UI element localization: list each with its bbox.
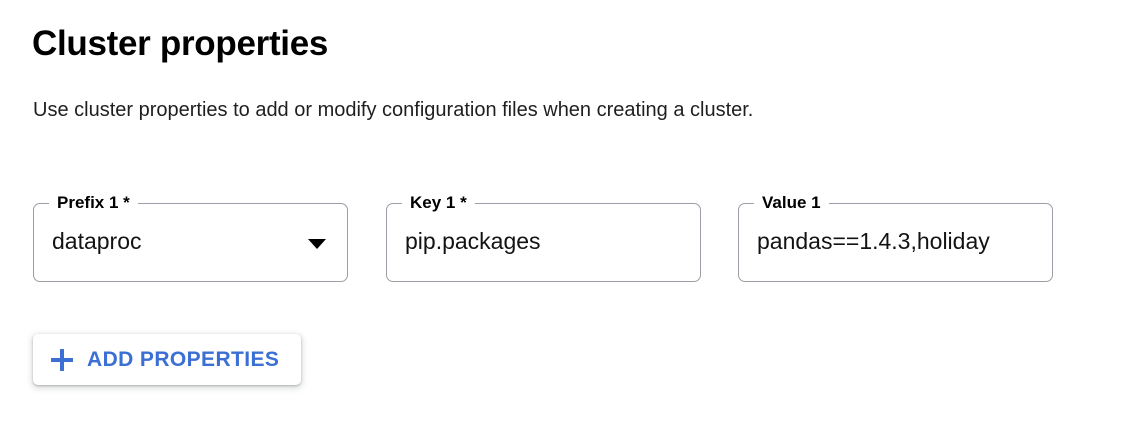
value-field[interactable]: Value 1 pandas==1.4.3,holiday xyxy=(738,193,1053,282)
prefix-field-label: Prefix 1 * xyxy=(57,193,130,212)
triangle-down-icon[interactable] xyxy=(308,238,326,249)
prefix-value-container: dataproc xyxy=(52,224,336,262)
key-field[interactable]: Key 1 * pip.packages xyxy=(386,193,701,282)
key-value-container: pip.packages xyxy=(405,224,689,262)
value-field-value[interactable]: pandas==1.4.3,holiday xyxy=(757,228,990,254)
plus-icon xyxy=(51,348,73,371)
prefix-field-value[interactable]: dataproc xyxy=(52,228,142,254)
page-description: Use cluster properties to add or modify … xyxy=(33,99,754,121)
value-field-label: Value 1 xyxy=(762,193,821,212)
key-field-value[interactable]: pip.packages xyxy=(405,228,541,254)
add-properties-button[interactable]: ADD PROPERTIES xyxy=(33,334,302,385)
prefix-field[interactable]: Prefix 1 * dataproc xyxy=(33,193,348,282)
page-title: Cluster properties xyxy=(32,24,329,63)
value-value-container: pandas==1.4.3,holiday xyxy=(757,224,1049,262)
key-field-label: Key 1 * xyxy=(410,193,467,212)
add-properties-button-label: ADD PROPERTIES xyxy=(87,347,280,371)
properties-field-row: Prefix 1 * dataproc Key 1 * pip.packages… xyxy=(33,193,1093,283)
